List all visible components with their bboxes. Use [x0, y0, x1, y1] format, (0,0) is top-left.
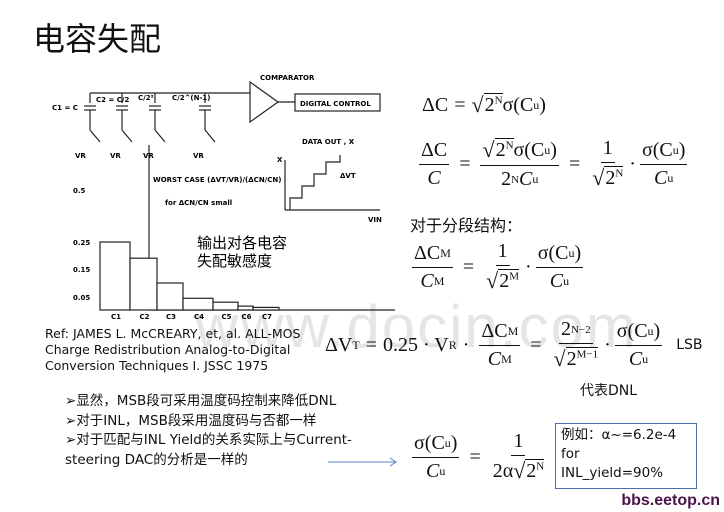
arrow-icon — [328, 457, 397, 467]
bar-c6 — [237, 305, 254, 311]
data-out-label: DATA OUT , X — [302, 138, 355, 146]
bar-c1 — [99, 241, 131, 311]
annotation-line-2: 失配敏感度 — [197, 252, 272, 270]
bar-c2 — [129, 257, 158, 311]
bar-c4 — [182, 297, 214, 311]
vr-label: VR — [75, 152, 86, 160]
x-tick-label: C5 — [222, 313, 232, 320]
bullet-item: steering DAC的分析是一样的 — [65, 451, 248, 468]
y-tick-label: 0.15 — [73, 266, 90, 274]
x-tick-label: C6 — [242, 313, 252, 320]
x-tick-label: C3 — [166, 313, 176, 320]
y-tick-label: 0.25 — [73, 239, 90, 247]
for-small-label: for ΔCN/CN small — [165, 199, 232, 207]
bar-c3 — [156, 282, 184, 311]
cap-label-3: C/2² — [138, 94, 154, 102]
x-axis-label: X — [277, 156, 283, 164]
x-tick-label: C1 — [111, 313, 121, 320]
bullet-item: ➢对于匹配与INL Yield的关系实际上与Current- — [65, 432, 352, 448]
x-tick-label: C2 — [140, 313, 150, 320]
cap-label-2: C2 = C/2 — [96, 96, 129, 104]
comparator-label: COMPARATOR — [260, 74, 315, 82]
annotation-line-1: 输出对各电容 — [197, 234, 287, 252]
cap-label-4: C/2^(N-1) — [172, 94, 210, 102]
circuit-figure: COMPARATOR DIGITAL CONTROL DATA OUT , X … — [52, 74, 395, 320]
y-tick-label: 0.5 — [73, 187, 86, 195]
bullet-item: ➢显然，MSB段可采用温度码控制来降低DNL — [65, 393, 337, 409]
dvt-label: ΔVT — [340, 172, 356, 180]
vr-label: VR — [143, 152, 154, 160]
bar-chart: C1 C2 C3 C4 C5 C6 C7 0.5 0.25 0.15 0.05 — [73, 187, 280, 320]
lsb-unit: LSB — [676, 337, 703, 353]
bullet-list: ➢显然，MSB段可采用温度码控制来降低DNL ➢对于INL，MSB段采用温度码与… — [65, 392, 352, 470]
worst-case-label: WORST CASE (ΔVT/VR)/(ΔCN/CN) — [153, 176, 281, 184]
slide-title: 电容失配 — [33, 20, 162, 58]
bar-c7 — [252, 306, 280, 311]
bullet-item: ➢对于INL，MSB段采用温度码与否都一样 — [65, 412, 317, 429]
vr-label: VR — [110, 152, 121, 160]
site-watermark: bbs.eetop.cn — [621, 492, 720, 509]
x-tick-label: C7 — [262, 313, 272, 320]
cap-label-1: C1 = C — [52, 104, 78, 112]
watermark: www.docin.com — [195, 293, 638, 360]
digital-control-label: DIGITAL CONTROL — [300, 100, 371, 108]
x-tick-label: C4 — [194, 313, 204, 320]
segmented-structure-label: 对于分段结构： — [410, 216, 523, 235]
dnl-label: 代表DNL — [580, 383, 638, 399]
y-tick-label: 0.05 — [73, 294, 90, 302]
bar-c5 — [212, 301, 239, 311]
vin-label: VIN — [368, 216, 382, 224]
vr-label: VR — [193, 152, 204, 160]
